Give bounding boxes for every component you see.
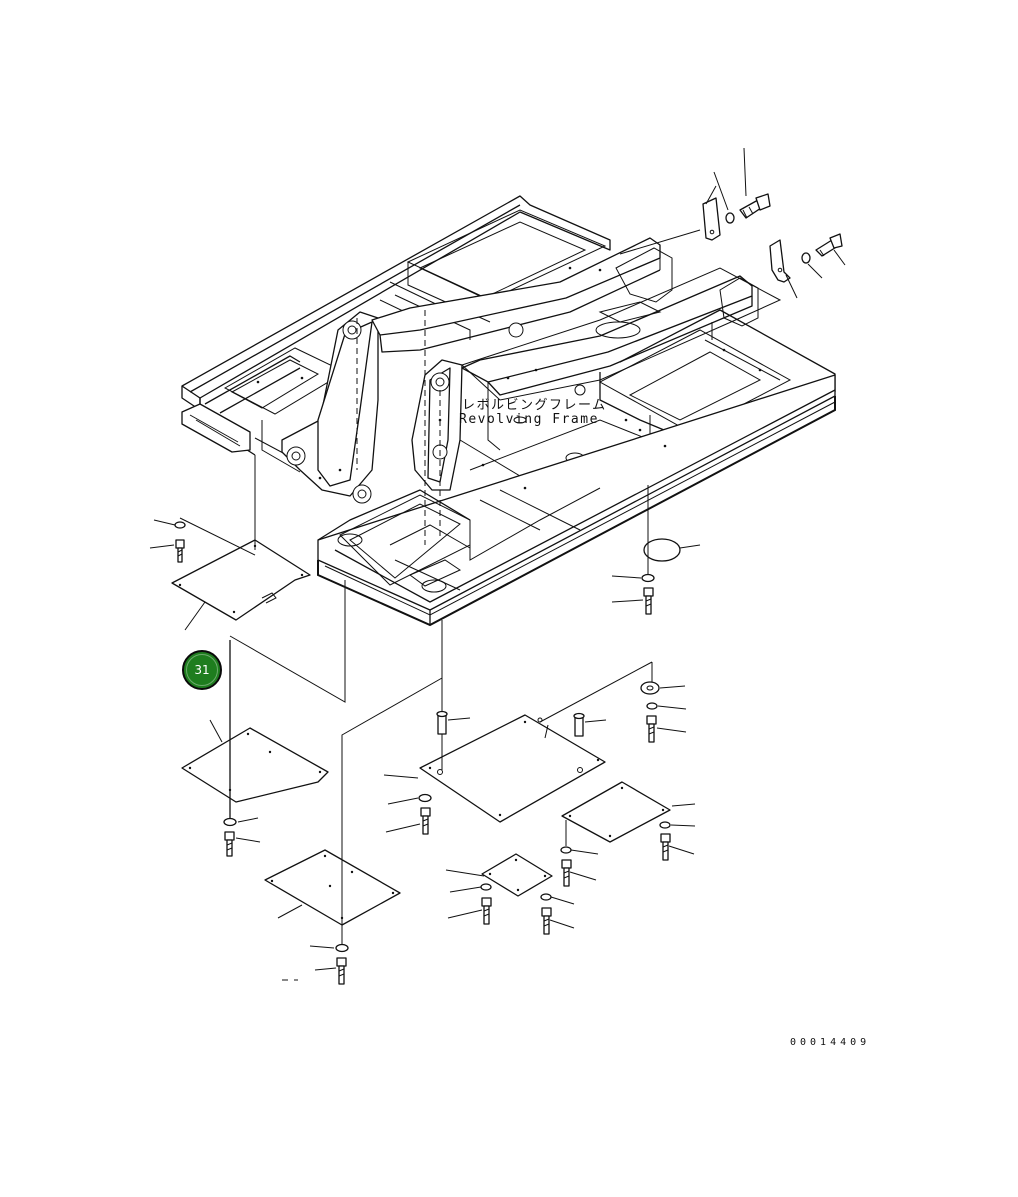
frame-label-jp: レボルビングフレーム bbox=[462, 398, 607, 413]
bottom-left-cover bbox=[264, 620, 443, 985]
mounting-brackets bbox=[619, 147, 846, 299]
callout-badge-label: 31 bbox=[194, 663, 210, 677]
right-mid-cover bbox=[560, 781, 696, 887]
frame-rivets bbox=[256, 266, 762, 490]
center-cover bbox=[383, 620, 653, 835]
revolving-frame bbox=[181, 195, 836, 627]
callout-badge[interactable]: 31 bbox=[182, 650, 222, 690]
right-bolt-set bbox=[611, 485, 701, 743]
left-lower-cover bbox=[181, 580, 346, 857]
left-upper-cover bbox=[149, 455, 311, 631]
frame-label-en: Revolving Frame bbox=[459, 412, 599, 427]
drawing-number: 00014409 bbox=[790, 1037, 871, 1048]
small-center-cover bbox=[445, 853, 575, 935]
